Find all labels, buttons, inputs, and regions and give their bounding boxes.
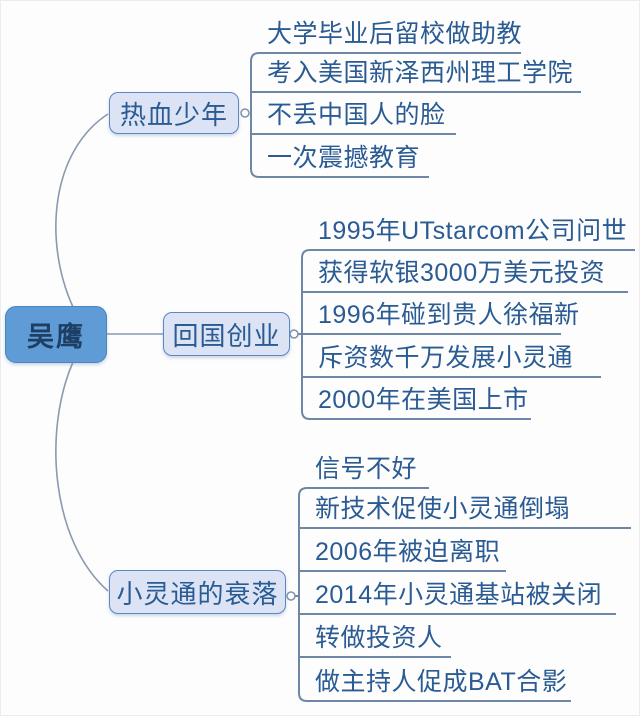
- leaf-topic[interactable]: 2006年被迫离职: [315, 538, 501, 566]
- leaf-topic[interactable]: 新技术促使小灵通倒塌: [315, 495, 571, 523]
- branch3-bracket-line: [298, 487, 571, 702]
- branch-node-3-label: 小灵通的衰落: [116, 578, 279, 609]
- leaf-topic[interactable]: 斥资数千万发展小灵通: [318, 344, 574, 372]
- curve-root-to-branch3: [55, 361, 109, 592]
- branch-node-2[interactable]: 回国创业: [163, 312, 290, 356]
- curve-root-to-branch1: [55, 113, 109, 308]
- branch-node-2-label: 回国创业: [172, 320, 281, 351]
- leaf-topic[interactable]: 一次震撼教育: [267, 144, 421, 172]
- leaf-topic[interactable]: 做主持人促成BAT合影: [315, 668, 568, 696]
- leaf-topic[interactable]: 1996年碰到贵人徐福新: [318, 301, 580, 329]
- branch1-bracket-line: [250, 52, 521, 178]
- branch-node-1-label: 热血少年: [119, 99, 228, 130]
- root-node[interactable]: 吴鹰: [5, 306, 107, 363]
- branch3-collapse-handle-icon[interactable]: [286, 591, 296, 601]
- branch2-collapse-handle-icon[interactable]: [289, 329, 299, 339]
- leaf-topic[interactable]: 获得软银3000万美元投资: [318, 259, 606, 287]
- branch1-collapse-handle-icon[interactable]: [240, 108, 250, 118]
- leaf-topic[interactable]: 大学毕业后留校做助教: [267, 20, 523, 48]
- root-node-label: 吴鹰: [27, 322, 85, 352]
- branch-node-3[interactable]: 小灵通的衰落: [109, 570, 286, 614]
- leaf-topic[interactable]: 不丢中国人的脸: [267, 101, 446, 129]
- branch-node-1[interactable]: 热血少年: [109, 92, 239, 134]
- leaf-topic[interactable]: 1995年UTstarcom公司问世: [318, 217, 628, 245]
- leaf-topic[interactable]: 2014年小灵通基站被关闭: [315, 581, 603, 609]
- leaf-topic[interactable]: 2000年在美国上市: [318, 386, 529, 414]
- leaf-topic[interactable]: 考入美国新泽西州理工学院: [267, 59, 574, 87]
- leaf-topic[interactable]: 转做投资人: [315, 624, 443, 652]
- leaf-topic[interactable]: 信号不好: [315, 455, 418, 483]
